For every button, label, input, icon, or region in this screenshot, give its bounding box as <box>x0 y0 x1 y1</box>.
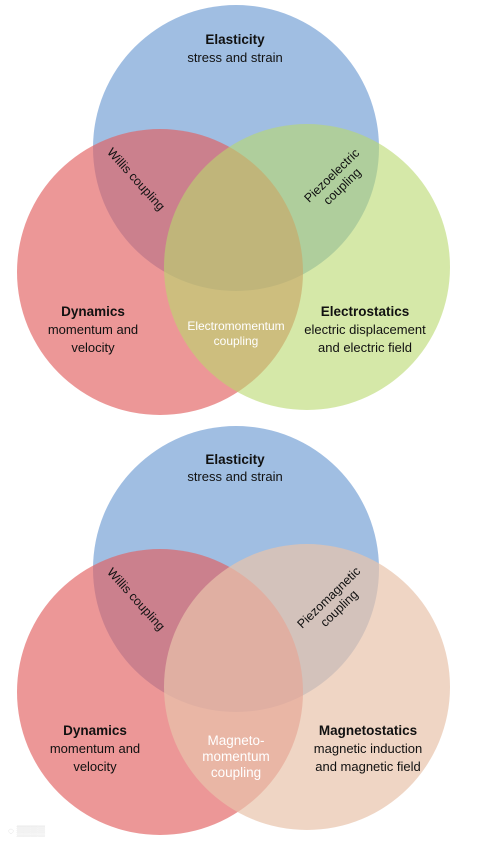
electromomentum-line1: Electromomentum <box>187 319 284 333</box>
elasticity-title: Elasticity <box>205 452 265 467</box>
magnetostatics-line1: magnetic induction <box>314 741 422 756</box>
magnetomomentum-line2: momentum <box>202 749 270 764</box>
magnetomomentum-line3: coupling <box>211 765 261 780</box>
magnetostatics-title: Magnetostatics <box>319 723 417 738</box>
dynamics-title: Dynamics <box>61 304 125 319</box>
elasticity-subtitle: stress and strain <box>187 469 282 484</box>
elasticity-title: Elasticity <box>205 32 265 47</box>
venn-top: Elasticity stress and strain Dynamics mo… <box>17 5 450 415</box>
dynamics-line1: momentum and <box>50 741 140 756</box>
electrostatics-circle <box>164 124 450 410</box>
dynamics-line1: momentum and <box>48 322 138 337</box>
electrostatics-line2: and electric field <box>318 340 412 355</box>
magnetostatics-line2: and magnetic field <box>315 759 421 774</box>
magnetomomentum-line1: Magneto- <box>207 733 264 748</box>
dynamics-title: Dynamics <box>63 723 127 738</box>
electrostatics-line1: electric displacement <box>304 322 426 337</box>
elasticity-subtitle: stress and strain <box>187 50 282 65</box>
venn-bottom: Elasticity stress and strain Dynamics mo… <box>17 426 450 835</box>
magnetostatics-circle <box>164 544 450 830</box>
dynamics-line2: velocity <box>71 340 115 355</box>
watermark-icon: ◌ ▒▒▒▒ <box>8 826 46 837</box>
dynamics-line2: velocity <box>73 759 117 774</box>
electromomentum-line2: coupling <box>214 334 259 348</box>
electrostatics-title: Electrostatics <box>321 304 410 319</box>
